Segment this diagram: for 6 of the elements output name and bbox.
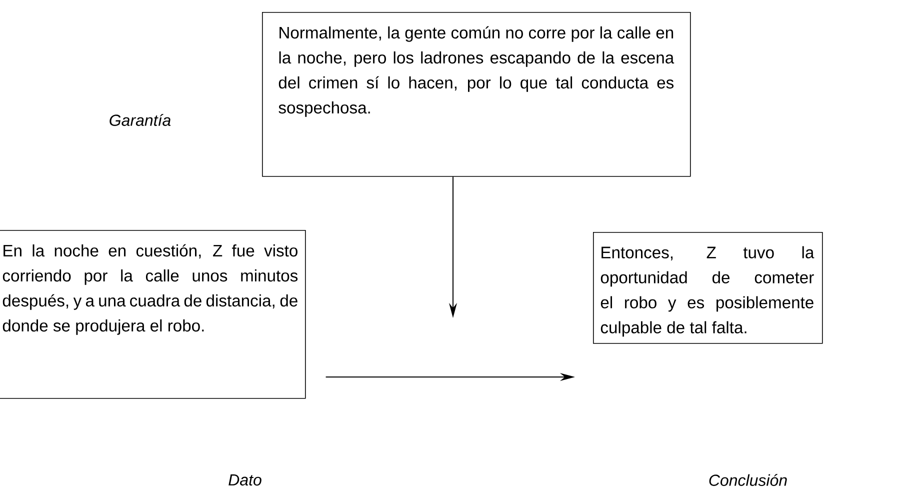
text-box: Normalmente, la gente común no corre por la calle en la noche, pero los ladrones escapando de la escena del crimen sí lo hacen, por lo que tal conducta es sospechosa.: [262, 12, 691, 177]
box-label: Dato: [228, 474, 262, 486]
text-box: Entonces, Z tuvo la oportunidad de cometer el robo y es posiblemente culpable de tal falta.: [593, 232, 823, 344]
text-box: En la noche en cuestión, Z fue visto corriendo por la calle unos minutos después, y a una cuadra de distancia, de donde se produjera el robo.: [0, 230, 306, 399]
box-label: Garantía: [110, 114, 171, 126]
box-label: Conclusión: [709, 474, 787, 486]
